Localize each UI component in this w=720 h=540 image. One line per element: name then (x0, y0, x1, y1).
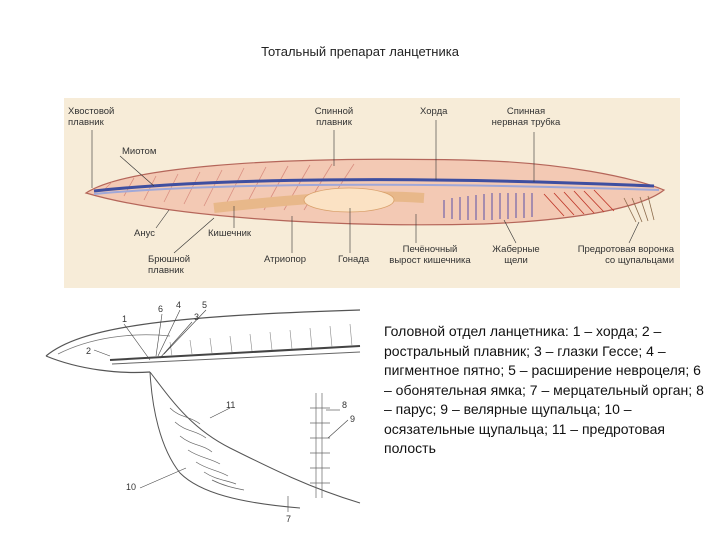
slide-title: Тотальный препарат ланцетника (261, 44, 459, 59)
label-gill-slits: Жаберные щели (492, 244, 540, 266)
head-section-numbers: 1 2 3 4 5 6 7 8 9 10 11 (86, 300, 355, 524)
number-label-5: 5 (202, 300, 207, 310)
lancelet-diagram: Хвостовой плавник Спинной плавник Хорда … (64, 98, 680, 288)
label-hepatic-outgrowth: Печёночный вырост кишечника (389, 244, 471, 266)
number-label-3: 3 (194, 312, 199, 322)
number-label-10: 10 (126, 482, 136, 492)
number-label-4: 4 (176, 300, 181, 310)
label-anus: Анус (134, 228, 155, 239)
head-section-diagram: 1 2 3 4 5 6 7 8 9 10 11 (40, 298, 370, 528)
label-chord: Хорда (420, 106, 448, 117)
lancelet-illustration (84, 120, 666, 254)
label-dorsal-fin: Спинной плавник (314, 106, 354, 128)
label-oral-funnel: Предротовая воронка со щупальцами (577, 244, 674, 266)
label-tail-fin: Хвостовой плавник (68, 106, 115, 128)
label-intestine: Кишечник (208, 228, 252, 239)
number-label-9: 9 (350, 414, 355, 424)
label-ventral-fin: Брюшной плавник (148, 254, 191, 276)
number-label-8: 8 (342, 400, 347, 410)
head-section-illustration (45, 309, 361, 512)
number-label-6: 6 (158, 304, 163, 314)
label-nerve-tube: Спинная нервная трубка (491, 106, 561, 128)
number-label-7: 7 (286, 514, 291, 524)
number-label-11: 11 (226, 400, 235, 410)
label-myotome: Миотом (122, 146, 157, 157)
label-gonad: Гонада (338, 254, 370, 265)
label-atriopore: Атриопор (264, 254, 307, 265)
number-label-1: 1 (122, 314, 127, 324)
number-label-2: 2 (86, 346, 91, 356)
figure-caption: Головной отдел ланцетника: 1 – хорда; 2 … (384, 323, 704, 456)
